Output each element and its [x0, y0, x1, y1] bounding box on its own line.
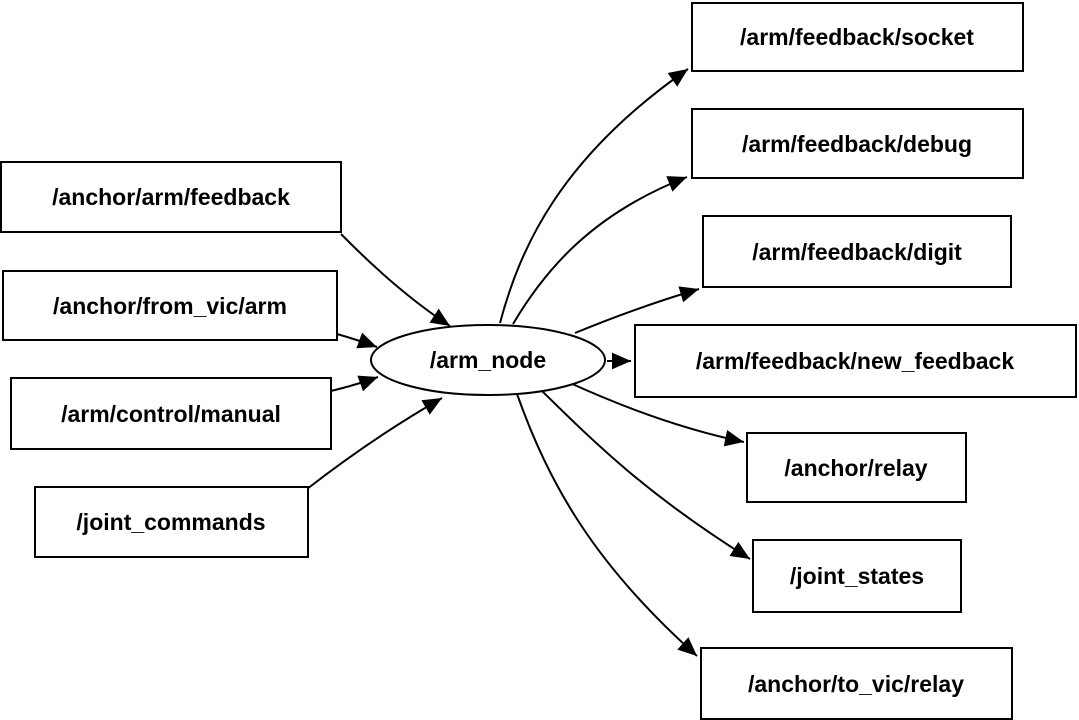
edge-group — [306, 68, 751, 657]
edge-arm-node-to-arm-feedback-digit — [574, 286, 700, 334]
topic-box-anchor-to-vic-relay[interactable] — [700, 647, 1013, 720]
topic-label: /arm/feedback/new_feedback — [696, 348, 1015, 374]
topic-box-joint-states[interactable] — [752, 539, 962, 613]
topic-box-anchor-relay[interactable] — [746, 432, 967, 503]
topic-label: /arm/feedback/socket — [740, 24, 974, 50]
edge-anchor-from-vic-arm-to-arm-node — [336, 332, 378, 349]
topic-label: /arm/feedback/digit — [752, 239, 962, 265]
edge-arm-node-to-joint-states — [540, 389, 751, 560]
edge-arm-node-to-anchor-to-vic-relay — [516, 393, 698, 657]
topic-node-anchor-from-vic-arm[interactable]: /anchor/from_vic/arm — [2, 270, 338, 341]
topic-box-arm-feedback-digit[interactable] — [702, 215, 1012, 288]
topic-node-arm-feedback-digit[interactable]: /arm/feedback/digit — [702, 215, 1012, 288]
topic-label: /anchor/to_vic/relay — [748, 671, 964, 697]
topic-label: /anchor/from_vic/arm — [53, 293, 287, 319]
topic-node-anchor-relay[interactable]: /anchor/relay — [746, 432, 967, 503]
topic-node-arm-feedback-debug[interactable]: /arm/feedback/debug — [691, 108, 1024, 179]
topic-box-arm-control-manual[interactable] — [10, 377, 332, 450]
topic-box-anchor-from-vic-arm[interactable] — [2, 270, 338, 341]
node-label: /arm_node — [430, 347, 546, 373]
node-ellipse-arm-node[interactable] — [370, 324, 606, 396]
edge-arm-control-manual-to-arm-node — [330, 375, 379, 392]
topic-node-arm-feedback-new-feedback[interactable]: /arm/feedback/new_feedback — [634, 324, 1077, 398]
topic-node-arm-control-manual[interactable]: /arm/control/manual — [10, 377, 332, 450]
topic-label: /anchor/relay — [784, 455, 927, 481]
edge-arm-node-to-anchor-relay — [567, 381, 745, 447]
topic-box-anchor-arm-feedback[interactable] — [0, 161, 342, 233]
topic-node-joint-commands[interactable]: /joint_commands — [34, 486, 309, 558]
topic-box-arm-feedback-new-feedback[interactable] — [634, 324, 1077, 398]
topic-box-joint-commands[interactable] — [34, 486, 309, 558]
topic-label: /anchor/arm/feedback — [52, 184, 290, 210]
edge-anchor-arm-feedback-to-arm-node — [340, 233, 451, 327]
topic-box-arm-feedback-debug[interactable] — [691, 108, 1024, 179]
topic-node-arm-feedback-socket[interactable]: /arm/feedback/socket — [691, 2, 1024, 72]
node-arm-node[interactable]: /arm_node — [370, 324, 606, 396]
topic-box-arm-feedback-socket[interactable] — [691, 2, 1024, 72]
edge-arm-node-to-arm-feedback-debug — [512, 176, 688, 325]
topic-node-joint-states[interactable]: /joint_states — [752, 539, 962, 613]
topic-label: /joint_states — [790, 563, 924, 589]
edge-joint-commands-to-arm-node — [306, 397, 443, 490]
topic-node-anchor-to-vic-relay[interactable]: /anchor/to_vic/relay — [700, 647, 1013, 720]
topic-label: /joint_commands — [76, 509, 265, 535]
topic-label: /arm/control/manual — [61, 401, 281, 427]
topic-node-anchor-arm-feedback[interactable]: /anchor/arm/feedback — [0, 161, 342, 233]
edge-arm-node-to-arm-feedback-socket — [499, 68, 689, 324]
topic-label: /arm/feedback/debug — [742, 131, 972, 157]
